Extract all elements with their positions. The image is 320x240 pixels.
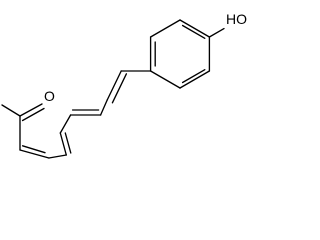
- ring-double-bond: [181, 24, 206, 39]
- chain-double-bond: [106, 70, 122, 101]
- carbonyl-double-bond: [19, 103, 43, 117]
- hydroxyl-bond: [208, 27, 225, 38]
- methyl-bond: [1, 104, 21, 117]
- chain-single-bond: [48, 154, 67, 159]
- chain-double-bond: [59, 132, 67, 156]
- ring-bond: [179, 70, 211, 89]
- carbonyl-oxygen-label: O: [44, 88, 55, 104]
- chain-double-bond: [19, 149, 50, 159]
- ketone-group: [1, 103, 45, 151]
- carbonyl-double-bond: [21, 107, 45, 122]
- ring-bond: [149, 70, 181, 89]
- chain-double-bond: [64, 132, 72, 154]
- benzene-ring: [149, 19, 211, 89]
- ring-bond: [149, 19, 181, 38]
- chain-single-bond: [59, 114, 72, 134]
- chain-double-bond: [111, 73, 128, 104]
- chain-single-bond: [99, 99, 108, 116]
- hydroxyl-label: HO: [226, 11, 247, 27]
- structural-formula: HO O: [1, 11, 247, 159]
- ring-bond: [179, 19, 211, 38]
- ring-double-bond: [181, 69, 206, 84]
- chain-double-bond: [21, 145, 46, 154]
- polyene-chain: [19, 70, 152, 159]
